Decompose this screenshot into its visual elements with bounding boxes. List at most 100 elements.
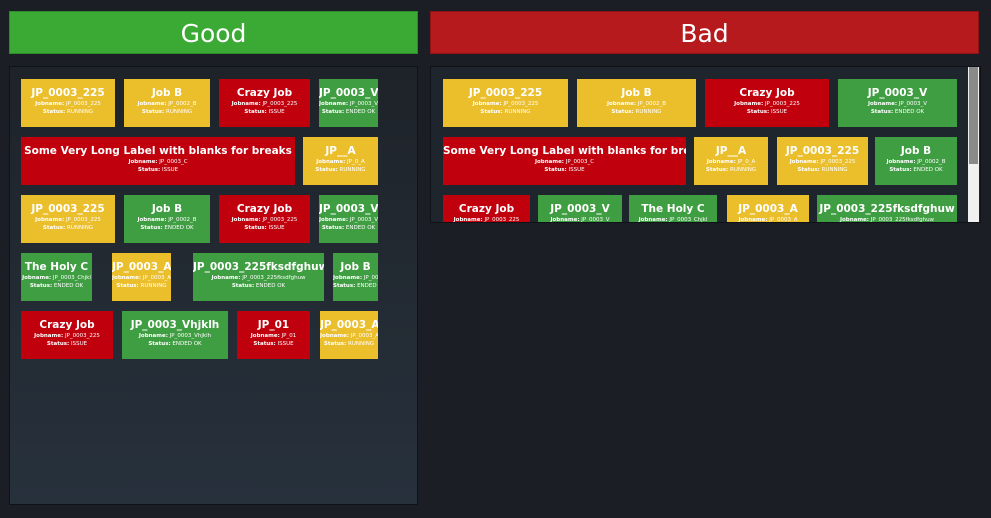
job-title: The Holy C (24, 261, 89, 273)
jobname-value: JP_0003_A (350, 333, 378, 339)
jobname-value: JP_0_A (347, 159, 365, 165)
jobname-line: Jobname: JP_0003_C (443, 158, 686, 166)
job-title: Job B (340, 261, 371, 273)
jobname-value: JP_0003_V (349, 101, 378, 107)
jobname-value: JP_0003_V (898, 101, 927, 107)
status-label: Status: (321, 109, 345, 115)
jobname-line: Jobname: JP_0003_225 (219, 100, 310, 108)
jobname-value: JP_0003_225 (262, 101, 298, 107)
status-label: Status: (137, 167, 161, 173)
jobname-line: Jobname: JP_0003_225 (705, 100, 829, 108)
status-value: ENDED OK (913, 167, 943, 173)
bad-header: Bad (430, 11, 979, 54)
jobname-value: JP_0002_B (168, 101, 197, 107)
job-tile[interactable]: Some Very Long Label with blanks for bre… (443, 137, 686, 185)
status-label: Status: (42, 225, 66, 231)
jobname-line: Jobname: JP_0_A (303, 158, 378, 166)
jobname-line: Jobname: JP_0003_A (112, 274, 171, 282)
jobname-label: Jobname: (472, 101, 502, 107)
status-line: Status: ISSUE (443, 166, 686, 174)
job-title: Crazy Job (39, 319, 95, 331)
jobname-value: JP_0003_C (565, 159, 595, 165)
jobname-label: Jobname: (112, 275, 142, 281)
job-title: Some Very Long Label with blanks for bre… (24, 145, 292, 157)
status-line: Status: ENDED OK (319, 224, 378, 232)
jobname-line: Jobname: JP_0003_225 (21, 100, 115, 108)
scrollbar-thumb[interactable] (969, 67, 978, 164)
jobname-label: Jobname: (319, 101, 349, 107)
status-label: Status: (148, 341, 171, 347)
status-value: RUNNING (635, 109, 662, 115)
job-title: Job B (900, 145, 932, 157)
job-title: Crazy Job (458, 203, 515, 215)
jobname-value: JP_0002_B (168, 217, 197, 223)
jobname-line: Jobname: JP_0003_225 (443, 100, 568, 108)
status-line: Status: ENDED OK (333, 282, 378, 290)
jobname-label: Jobname: (839, 217, 869, 223)
jobname-line: Jobname: JP_0003_V (319, 216, 378, 224)
jobname-label: Jobname: (34, 333, 64, 339)
job-title: JP_0003_225fksdfghuw (193, 261, 324, 273)
job-tile[interactable]: Some Very Long Label with blanks for bre… (21, 137, 295, 185)
jobname-value: JP_0002_B (917, 159, 946, 165)
jobname-label: Jobname: (128, 159, 158, 165)
status-line: Status: ISSUE (237, 340, 310, 348)
status-value: RUNNING (339, 167, 366, 173)
jobname-line: Jobname: JP_0003_V (838, 100, 957, 108)
jobname-label: Jobname: (453, 217, 483, 223)
jobname-value: JP_0003_225 (503, 101, 539, 107)
jobname-line: Jobname: JP_0003_225 (777, 158, 868, 166)
jobname-value: JP_0003_225fksdfghuw (870, 217, 935, 223)
job-title: JP_0003_225 (31, 203, 105, 215)
jobname-value: JP_0003_225 (64, 333, 100, 339)
job-title: Job B (151, 87, 183, 99)
status-label: Status: (141, 109, 165, 115)
scrollbar[interactable] (968, 67, 979, 222)
job-title: JP_0003_225 (468, 87, 543, 99)
status-label: Status: (323, 341, 347, 347)
status-value: ISSUE (568, 167, 585, 173)
job-title: JP_0003_225 (31, 87, 105, 99)
status-label: Status: (244, 109, 267, 115)
jobname-value: JP_0003_V (349, 217, 378, 223)
job-title: The Holy C (641, 203, 705, 215)
jobname-value: JP_0003_A (142, 275, 171, 281)
status-value: ENDED OK (255, 283, 286, 289)
status-line: Status: ENDED OK (319, 108, 378, 116)
status-line: Status: RUNNING (303, 166, 378, 174)
status-line: Status: ENDED OK (122, 340, 228, 348)
jobname-value: JP_0003_225 (262, 217, 298, 223)
status-value: RUNNING (821, 167, 848, 173)
status-label: Status: (333, 283, 356, 289)
